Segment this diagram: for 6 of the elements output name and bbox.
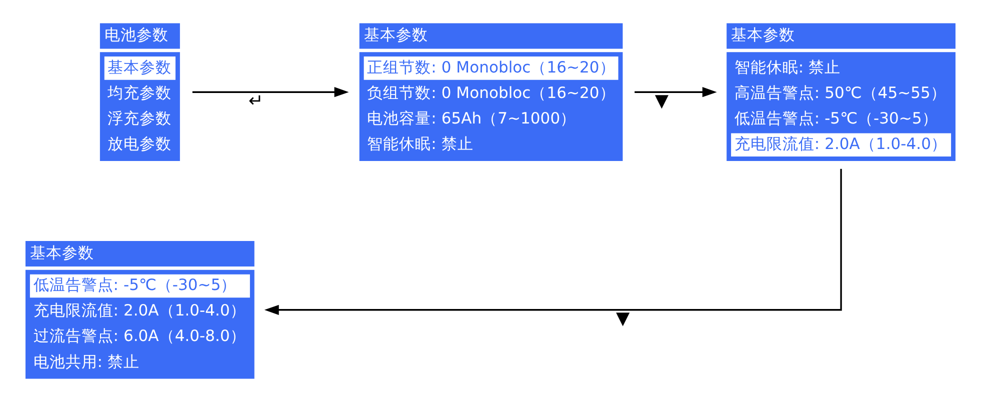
edge-label: ▼ [654, 90, 669, 111]
edge-label: ▼ [616, 308, 630, 329]
arrow [634, 86, 717, 97]
edge-label: ↵ [248, 90, 264, 111]
arrow [192, 86, 349, 97]
arrow [264, 168, 842, 314]
